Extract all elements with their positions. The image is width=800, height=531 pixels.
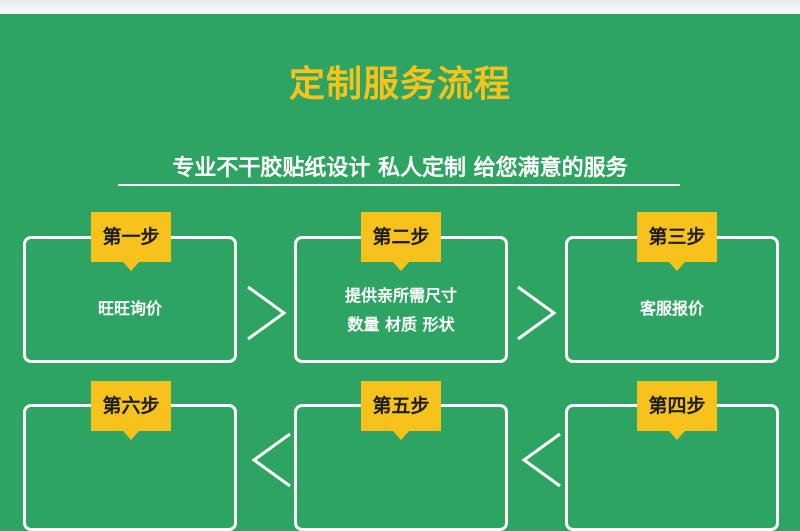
subtitle-underline bbox=[118, 184, 680, 186]
step-2-label: 第二步 bbox=[361, 212, 441, 262]
step-3-label-pointer bbox=[669, 262, 685, 271]
step-6-label: 第六步 bbox=[91, 381, 171, 431]
step-5-label-pointer bbox=[393, 431, 409, 440]
page-title: 定制服务流程 bbox=[288, 64, 511, 105]
arrow-left-icon bbox=[251, 432, 291, 488]
step-1-label: 第一步 bbox=[91, 212, 171, 262]
step-1-text: 旺旺询价 bbox=[97, 299, 162, 318]
step-3-text: 客服报价 bbox=[639, 299, 704, 318]
step-5-label: 第五步 bbox=[361, 381, 441, 431]
arrow-left-icon bbox=[521, 432, 561, 488]
arrow-right-icon bbox=[247, 285, 287, 341]
step-4-label-pointer bbox=[669, 431, 685, 440]
step-2-label-pointer bbox=[393, 262, 409, 271]
page-subtitle: 专业不干胶贴纸设计 私人定制 给您满意的服务 bbox=[172, 156, 628, 181]
step-2-text-line2: 数量 材质 形状 bbox=[347, 315, 455, 334]
step-3-label: 第三步 bbox=[637, 212, 717, 262]
step-4-label: 第四步 bbox=[637, 381, 717, 431]
step-2-text-line1: 提供亲所需尺寸 bbox=[344, 286, 457, 305]
arrow-right-icon bbox=[517, 285, 557, 341]
top-divider bbox=[0, 0, 800, 14]
step-6-label-pointer bbox=[123, 431, 139, 440]
step-1-label-pointer bbox=[123, 262, 139, 271]
